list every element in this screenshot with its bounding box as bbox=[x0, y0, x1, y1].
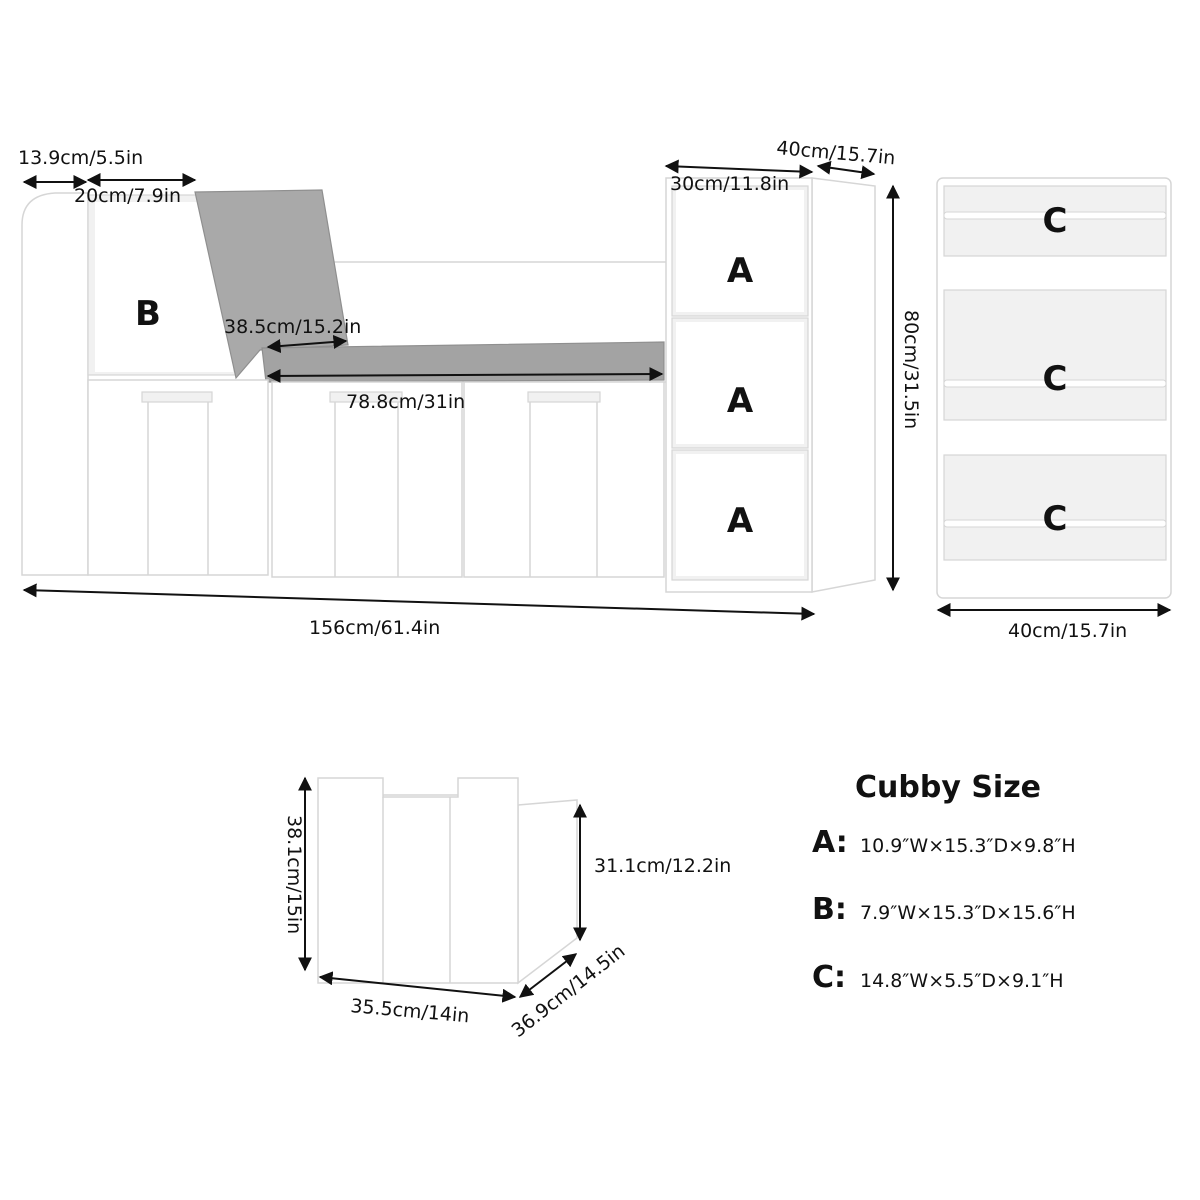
cubby-size-key: C: bbox=[812, 960, 847, 995]
cubby-size-title: Cubby Size bbox=[855, 770, 1042, 805]
label-cubby-b-width: 20cm/7.9in bbox=[74, 185, 181, 207]
left-end-panel bbox=[21, 192, 89, 576]
cubby-label-a1: A bbox=[727, 251, 754, 291]
cubby-label-c3: C bbox=[1043, 499, 1068, 539]
label-height: 80cm/31.5in bbox=[900, 310, 922, 429]
cubby-size-row-a: A: 10.9″W×15.3″D×9.8″H bbox=[812, 825, 1076, 860]
label-overall-width: 156cm/61.4in bbox=[309, 617, 440, 639]
cubby-size-row-c: C: 14.8″W×5.5″D×9.1″H bbox=[812, 960, 1064, 995]
cubby-size-value: 10.9″W×15.3″D×9.8″H bbox=[860, 835, 1076, 857]
cubby-label-c2: C bbox=[1043, 359, 1068, 399]
side-rack bbox=[936, 177, 1172, 599]
arrow-seat-width bbox=[266, 367, 664, 383]
arrow-seat-depth bbox=[266, 334, 348, 354]
label-bin-inner-height: 31.1cm/12.2in bbox=[594, 855, 731, 877]
label-shelf-depth: 40cm/15.7in bbox=[776, 137, 897, 169]
cubby-label-a2: A bbox=[727, 381, 754, 421]
label-rack-width: 40cm/15.7in bbox=[1008, 620, 1127, 642]
arrow-overall-width bbox=[22, 583, 816, 621]
label-bin-height: 38.1cm/15in bbox=[283, 815, 305, 934]
cubby-size-key: B: bbox=[812, 892, 847, 927]
label-seat-width: 78.8cm/31in bbox=[346, 391, 465, 413]
label-shelf-width: 30cm/11.8in bbox=[670, 173, 789, 195]
bin-front-1 bbox=[87, 379, 269, 576]
label-seat-cushion-depth: 38.5cm/15.2in bbox=[224, 316, 361, 338]
arrow-bin-width bbox=[318, 971, 517, 1003]
storage-bin bbox=[317, 777, 578, 985]
cubby-size-value: 7.9″W×15.3″D×15.6″H bbox=[860, 902, 1076, 924]
cubby-label-b: B bbox=[135, 294, 161, 334]
arrow-shelf-width bbox=[664, 159, 814, 179]
bin-front-2 bbox=[271, 381, 463, 578]
label-left-panel-width: 13.9cm/5.5in bbox=[18, 147, 143, 169]
bin-front-3 bbox=[463, 381, 665, 578]
arrow-bin-depth bbox=[518, 953, 578, 998]
bookshelf-tower bbox=[665, 177, 876, 593]
main-unit bbox=[21, 177, 876, 593]
cubby-label-c1: C bbox=[1043, 201, 1068, 241]
cubby-size-row-b: B: 7.9″W×15.3″D×15.6″H bbox=[812, 892, 1076, 927]
cubby-size-key: A: bbox=[812, 825, 848, 860]
label-bin-width: 35.5cm/14in bbox=[350, 995, 471, 1027]
cubby-label-a3: A bbox=[727, 501, 754, 541]
arrow-shelf-depth bbox=[816, 160, 876, 180]
cubby-size-value: 14.8″W×5.5″D×9.1″H bbox=[860, 970, 1064, 992]
